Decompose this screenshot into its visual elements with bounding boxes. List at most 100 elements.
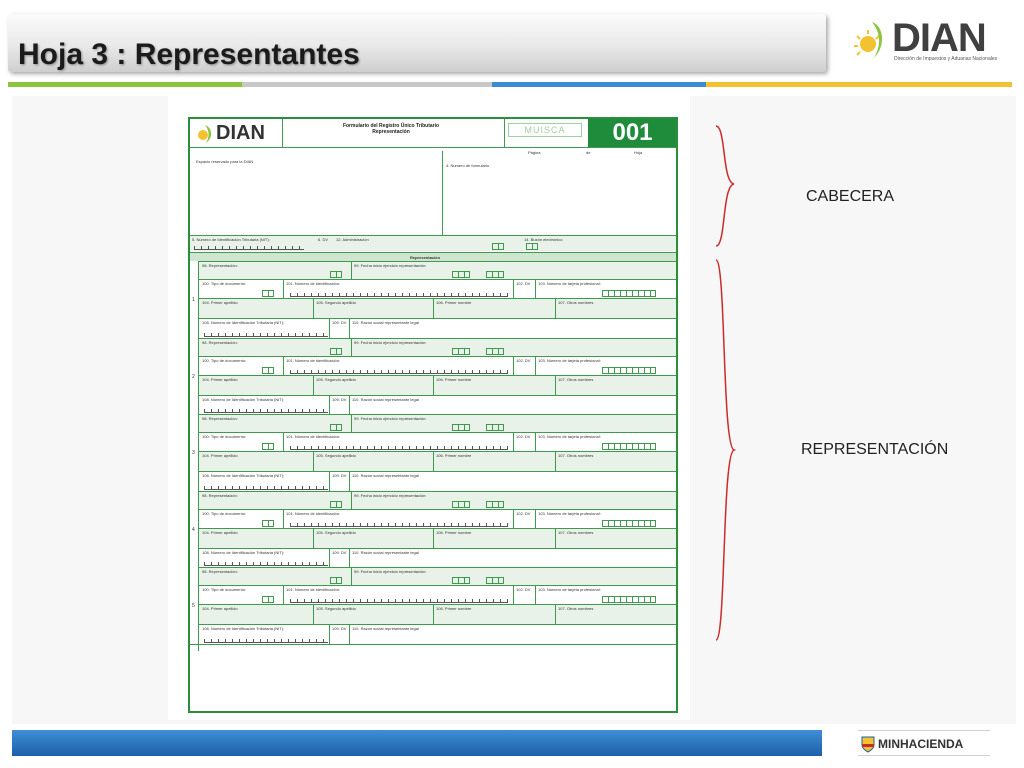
slide-title: Hoja 3 : Representantes [18, 38, 360, 71]
divider [349, 471, 350, 491]
digit-boxes [330, 424, 342, 431]
divider [199, 318, 676, 319]
field-label: 103. Número de tarjeta profesional: [538, 510, 601, 516]
field-label: 109. DV [332, 473, 347, 478]
divider [283, 432, 284, 451]
field-label: 110. Razón social representante legal [352, 396, 419, 402]
hoja-label: Hoja [634, 150, 643, 155]
field-label: 99. Fecha inicio ejercicio representació… [354, 416, 427, 421]
nit-digits [194, 246, 304, 250]
field-label: 110. Razón social representante legal [352, 626, 419, 631]
field-label: 107. Otros nombres [558, 300, 594, 305]
divider-stripe-blue [492, 82, 706, 87]
divider [199, 585, 676, 586]
digit-boxes [602, 290, 656, 297]
divider [555, 604, 556, 624]
divider [442, 151, 443, 235]
divider [329, 394, 330, 414]
divider [190, 252, 676, 253]
divider [555, 298, 556, 318]
field-label: 102. DV [516, 587, 531, 592]
nit-label: 5. Número de Identificación Tributaria (… [192, 237, 270, 242]
divider [555, 374, 556, 395]
divider [199, 394, 676, 396]
divider [513, 432, 514, 451]
field-label: 108. Número de Identificación Tributaria… [202, 626, 285, 631]
divider [199, 374, 676, 376]
row-band [199, 567, 676, 585]
field-label: 103. Número de tarjeta profesional: [538, 587, 601, 592]
digit-boxes [330, 347, 342, 355]
divider [313, 527, 314, 548]
cabecera-brace [715, 125, 735, 247]
de-label: de [586, 150, 591, 155]
divider [433, 527, 434, 548]
divider [199, 432, 676, 433]
divider [351, 414, 352, 432]
field-label: 101. Número de identificación: [286, 357, 341, 363]
divider [199, 527, 676, 529]
field-label: 98. Representación: [202, 263, 238, 268]
field-label: 108. Número de Identificación Tributaria… [202, 473, 285, 478]
field-label: 104. Primer apellido [202, 376, 238, 382]
field-label: 109. DV [332, 626, 347, 631]
divider [329, 471, 330, 491]
divider [199, 471, 676, 472]
field-label: 107. Otros nombres [558, 606, 594, 611]
divider [504, 119, 505, 147]
divider [283, 508, 284, 528]
digit-ticks [290, 522, 508, 527]
field-label: 106. Primer nombre [436, 529, 472, 535]
row-band [199, 298, 676, 318]
row-band [199, 527, 676, 548]
divider [199, 508, 676, 510]
field-label: 104. Primer apellido [202, 606, 238, 611]
digit-boxes [602, 366, 656, 374]
reserved-space-label: Espacio reservado para la DIAN [196, 159, 254, 164]
field-label: 108. Número de Identificación Tributaria… [202, 396, 285, 402]
section-band [190, 253, 676, 261]
divider [349, 394, 350, 414]
divider [535, 279, 536, 298]
field-label: 100. Tipo de documento: [202, 281, 247, 286]
digit-boxes [262, 443, 274, 450]
buzon-boxes [526, 243, 538, 250]
divider [190, 643, 676, 645]
digit-boxes [486, 424, 504, 431]
divider [535, 432, 536, 451]
divider [313, 298, 314, 318]
divider [513, 585, 514, 604]
digit-ticks [290, 369, 508, 374]
digit-boxes [262, 596, 274, 603]
divider [190, 147, 676, 148]
field-label: 107. Otros nombres [558, 376, 594, 382]
digit-boxes [262, 290, 274, 297]
divider [283, 585, 284, 604]
row-band [199, 490, 676, 509]
digit-boxes [262, 366, 274, 374]
digit-boxes [486, 577, 504, 584]
field-label: 110. Razón social representante legal [352, 473, 419, 478]
divider [513, 279, 514, 298]
group-number: 4 [192, 526, 195, 533]
divider [433, 298, 434, 318]
digit-ticks [204, 638, 328, 643]
digit-ticks [290, 446, 508, 450]
digit-boxes [452, 424, 470, 431]
divider [329, 624, 330, 644]
field-label: 98. Representación: [202, 339, 238, 345]
digit-boxes [330, 500, 342, 508]
field-label: 110. Razón social representante legal [352, 549, 419, 555]
logo-subtitle: Dirección de Impuestos y Aduanas Naciona… [894, 56, 998, 62]
field-label: 99. Fecha inicio ejercicio representació… [354, 569, 427, 574]
field-label: 102. DV [516, 510, 531, 516]
field-label: 108. Número de Identificación Tributaria… [202, 320, 285, 325]
dian-logo: DIAN Dirección de Impuestos y Aduanas Na… [848, 16, 998, 68]
divider [283, 355, 284, 375]
field-label: 101. Número de identificación: [286, 281, 341, 286]
field-label: 103. Número de tarjeta profesional: [538, 281, 601, 286]
divider [199, 547, 676, 549]
divider [329, 547, 330, 567]
divider [513, 508, 514, 528]
field-label: 98. Representación: [202, 492, 238, 498]
